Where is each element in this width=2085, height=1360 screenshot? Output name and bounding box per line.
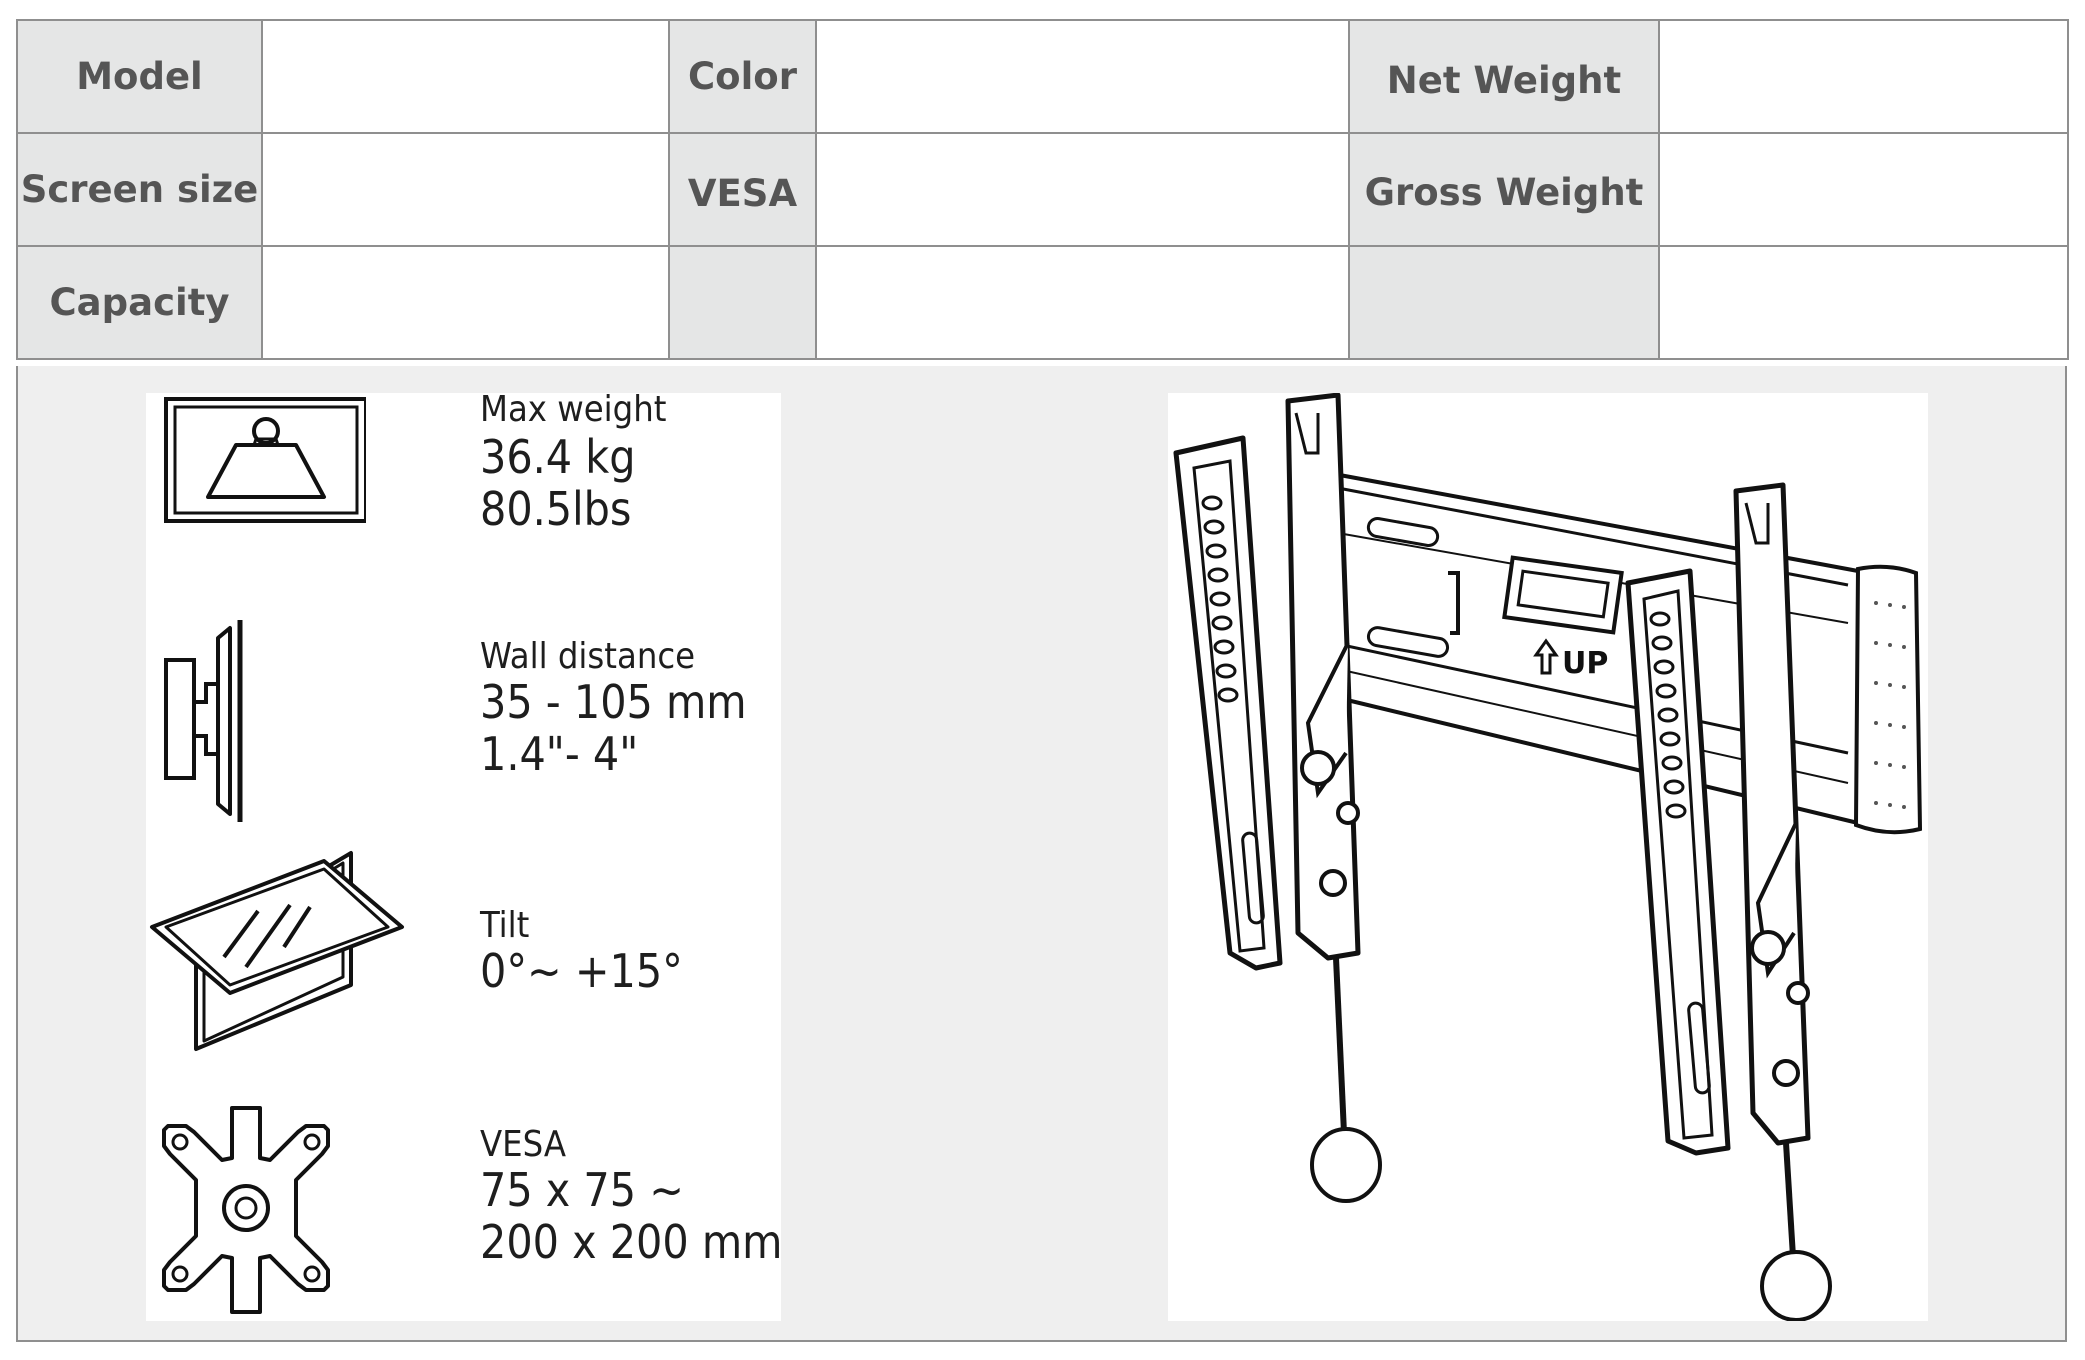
vesa-value-cell [815, 132, 1350, 247]
vesa-range-max: 200 x 200 mm [480, 1215, 783, 1269]
feature-max-weight: Max weight 36.4 kg 80.5lbs [146, 389, 781, 553]
gross-weight-label: Gross Weight [1348, 132, 1660, 247]
wall-distance-title: Wall distance [480, 636, 696, 677]
model-value-cell [261, 19, 670, 134]
product-illustration-panel: UP [1168, 392, 1928, 1322]
model-label: Model [16, 19, 263, 134]
model-label-text: Model [76, 55, 203, 98]
empty-label-cell-1 [668, 245, 817, 360]
up-label: UP [1562, 646, 1608, 681]
max-weight-lbs: 80.5lbs [480, 482, 632, 536]
wall-distance-icon [164, 620, 243, 822]
gross-weight-value-cell [1658, 132, 2069, 247]
capacity-value-cell [261, 245, 670, 360]
capacity-label: Capacity [16, 245, 263, 360]
net-weight-label: Net Weight [1348, 19, 1660, 134]
feature-tilt: Tilt 0°~ +15° [146, 845, 781, 1065]
empty-label-cell-2 [1348, 245, 1660, 360]
capacity-label-text: Capacity [49, 281, 230, 324]
product-info-section: Max weight 36.4 kg 80.5lbs Wall distance… [16, 366, 2067, 1342]
spec-table: Model Color Net Weight Screen size VESA … [16, 19, 2069, 360]
spec-row-3: Capacity [16, 245, 2069, 360]
vesa-plate-icon [162, 1106, 330, 1314]
net-weight-value-cell [1658, 19, 2069, 134]
spec-row-1: Model Color Net Weight [16, 19, 2069, 134]
vesa-label-text: VESA [687, 172, 798, 215]
feature-vesa: VESA 75 x 75 ~ 200 x 200 mm [146, 1106, 783, 1321]
wall-distance-mm: 35 - 105 mm [480, 675, 747, 729]
color-label: Color [668, 19, 817, 134]
net-weight-label-text: Net Weight [1386, 59, 1622, 102]
tilt-range: 0°~ +15° [480, 944, 683, 998]
weight-icon [164, 397, 366, 523]
wall-distance-inches: 1.4"- 4" [480, 727, 639, 781]
empty-value-cell-1 [815, 245, 1350, 360]
screen-size-value-cell [261, 132, 670, 247]
color-value-cell [815, 19, 1350, 134]
tilt-title: Tilt [480, 905, 530, 946]
tilt-icon [150, 851, 404, 1051]
empty-value-cell-2 [1658, 245, 2069, 360]
vesa-range-min: 75 x 75 ~ [480, 1163, 684, 1217]
tilt-wall-mount-illustration: UP [1173, 392, 1923, 1322]
feature-panel: Max weight 36.4 kg 80.5lbs Wall distance… [146, 389, 783, 1321]
vesa-title: VESA [480, 1124, 566, 1165]
screen-size-label: Screen size [16, 132, 263, 247]
color-label-text: Color [688, 55, 797, 98]
feature-wall-distance: Wall distance 35 - 105 mm 1.4"- 4" [146, 618, 781, 838]
gross-weight-label-text: Gross Weight [1364, 171, 1644, 214]
vesa-label: VESA [668, 132, 817, 247]
spec-row-2: Screen size VESA Gross Weight [16, 132, 2069, 247]
max-weight-kg: 36.4 kg [480, 430, 636, 484]
screen-size-label-text: Screen size [20, 168, 259, 211]
max-weight-title: Max weight [480, 389, 667, 430]
